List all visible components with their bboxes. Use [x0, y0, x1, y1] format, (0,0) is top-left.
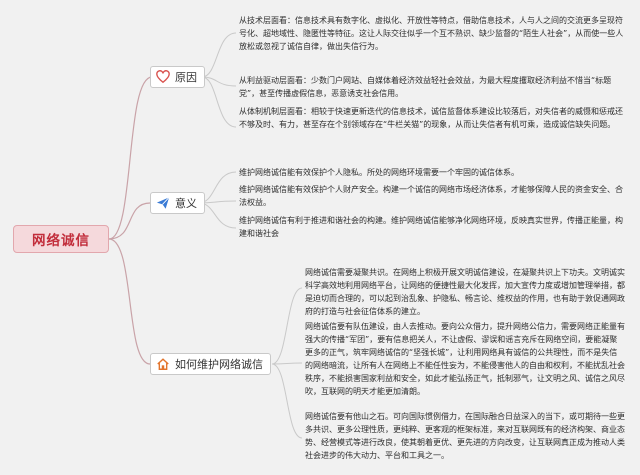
- branch-meaning-label: 意义: [175, 197, 197, 210]
- connector-reasons-p2: [201, 76, 237, 87]
- branch-meaning[interactable]: 意义: [150, 192, 205, 214]
- paper-plane-icon: [156, 196, 170, 210]
- connector-root-how: [108, 238, 151, 365]
- branch-how-label: 如何维护网络诚信: [175, 358, 263, 371]
- meaning-paragraph-privacy: 维护网络诚信能有效保护个人隐私。所处的网络环境需要一个牢固的诚信体系。: [239, 168, 519, 177]
- connector-how-p1: [271, 287, 303, 365]
- branch-how[interactable]: 如何维护网络诚信: [150, 353, 271, 375]
- connector-root-meaning: [108, 202, 151, 240]
- meaning-paragraph-property: 维护网络诚信能有效保护个人财产安全。构建一个诚信的网络市场经济体系，才能够保障人…: [239, 185, 623, 207]
- connector-how-p3: [271, 363, 303, 439]
- reasons-paragraph-tech: 从技术层面看：信息技术具有数字化、虚拟化、开放性等特点，借助信息技术，人与人之间…: [239, 16, 624, 51]
- branch-reasons[interactable]: 原因: [150, 66, 205, 88]
- how-paragraph-international: 网络诚信要有他山之石。可向国际惯例借力，在国际融合日益深入的当下，或可期待一些更…: [305, 412, 625, 460]
- branch-reasons-label: 原因: [175, 71, 197, 84]
- how-paragraph-consensus: 网络诚信需要凝聚共识。在网络上积极开展文明诚信建设，在凝聚共识上下功夫。文明诚实…: [305, 268, 625, 316]
- connector-how-p2: [271, 362, 303, 365]
- house-icon: [156, 357, 170, 371]
- connector-root-reasons: [108, 76, 153, 240]
- heart-icon: [156, 70, 170, 84]
- meaning-paragraph-harmony: 维护网络诚信有利于推进和谐社会的构建。维护网络诚信能够净化网络环境，反映真实世界…: [239, 216, 623, 238]
- root-node[interactable]: 网络诚信: [13, 225, 109, 253]
- reasons-paragraph-system: 从体制机制层面看：相较于快速更新迭代的信息技术，诚信监督体系建设比较落后，对失信…: [239, 107, 623, 129]
- root-label: 网络诚信: [32, 233, 90, 249]
- connector-reasons-p3: [201, 76, 237, 128]
- how-paragraph-team: 网络诚信要有队伍建设，由人去推动。要向公众借力，提升网络公信力，需要网络正能量有…: [305, 322, 625, 396]
- reasons-paragraph-interest: 从利益驱动层面看：少数门户网站、自媒体着经济效益轻社会效益，为最大程度攫取经济利…: [239, 76, 612, 98]
- connector-reasons-p1: [201, 32, 237, 78]
